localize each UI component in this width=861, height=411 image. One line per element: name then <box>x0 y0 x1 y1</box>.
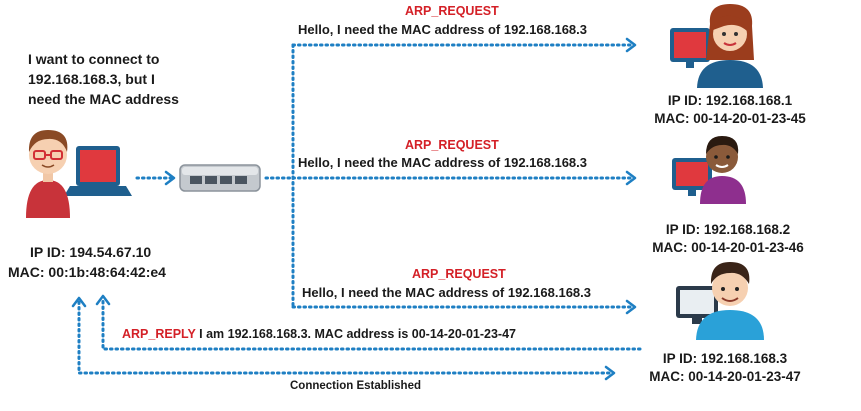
connection-arrow <box>77 300 612 375</box>
host-2-avatar <box>672 136 746 204</box>
host-2-ip: IP ID: 192.168.168.2 <box>665 222 791 237</box>
request-2-text: Hello, I need the MAC address of 192.168… <box>298 155 588 170</box>
host-1-avatar <box>670 4 763 88</box>
host-1-info: IP ID: 192.168.168.1 MAC: 00-14-20-01-23… <box>645 92 815 128</box>
sender-to-switch-arrowhead <box>164 170 176 186</box>
request-2-title: ARP_REQUEST <box>405 138 499 152</box>
network-switch <box>179 164 261 192</box>
sender-ip: IP ID: 194.54.67.10 <box>30 244 152 260</box>
sender-thought: I want to connect to 192.168.168.3, but … <box>28 49 179 109</box>
request-3-title: ARP_REQUEST <box>412 267 506 281</box>
host-2-mac: MAC: 00-14-20-01-23-46 <box>652 240 804 255</box>
host-3-info: IP ID: 192.168.168.3 MAC: 00-14-20-01-23… <box>630 350 820 386</box>
sender-thought-line-2: 192.168.168.3, but I <box>28 71 155 87</box>
connection-arrowhead-sender <box>71 296 87 308</box>
sender-info: IP ID: 194.54.67.10 MAC: 00:1b:48:64:42:… <box>8 242 166 282</box>
request-3-text: Hello, I need the MAC address of 192.168… <box>302 285 592 300</box>
arp-reply: ARP_REPLY I am 192.168.168.3. MAC addres… <box>122 327 516 341</box>
reply-arrowhead <box>95 294 111 306</box>
sender-avatar <box>26 130 132 218</box>
host-2-info: IP ID: 192.168.168.2 MAC: 00-14-20-01-23… <box>638 221 818 257</box>
request-1-text: Hello, I need the MAC address of 192.168… <box>298 22 588 37</box>
connection-established-label: Connection Established <box>290 380 421 392</box>
arrows <box>71 37 642 381</box>
host-1-ip: IP ID: 192.168.168.1 <box>667 93 793 108</box>
arp-reply-label: ARP_REPLY <box>122 327 196 341</box>
host-3-avatar <box>676 262 764 340</box>
sender-thought-line-1: I want to connect to <box>28 51 160 67</box>
request-1-title: ARP_REQUEST <box>405 4 499 18</box>
reply-arrow <box>101 296 642 351</box>
arp-reply-text: I am 192.168.168.3. MAC address is 00-14… <box>195 327 516 341</box>
request-arrowhead-host-1 <box>625 37 637 53</box>
host-3-mac: MAC: 00-14-20-01-23-47 <box>649 369 801 384</box>
host-3-ip: IP ID: 192.168.168.3 <box>662 351 788 366</box>
host-1-mac: MAC: 00-14-20-01-23-45 <box>654 111 806 126</box>
sender-mac: MAC: 00:1b:48:64:42:e4 <box>8 264 166 280</box>
request-arrowhead-host-2 <box>625 170 637 186</box>
request-arrowhead-host-3 <box>625 299 637 315</box>
sender-thought-line-3: need the MAC address <box>28 91 179 107</box>
connection-arrowhead-host <box>604 365 616 381</box>
